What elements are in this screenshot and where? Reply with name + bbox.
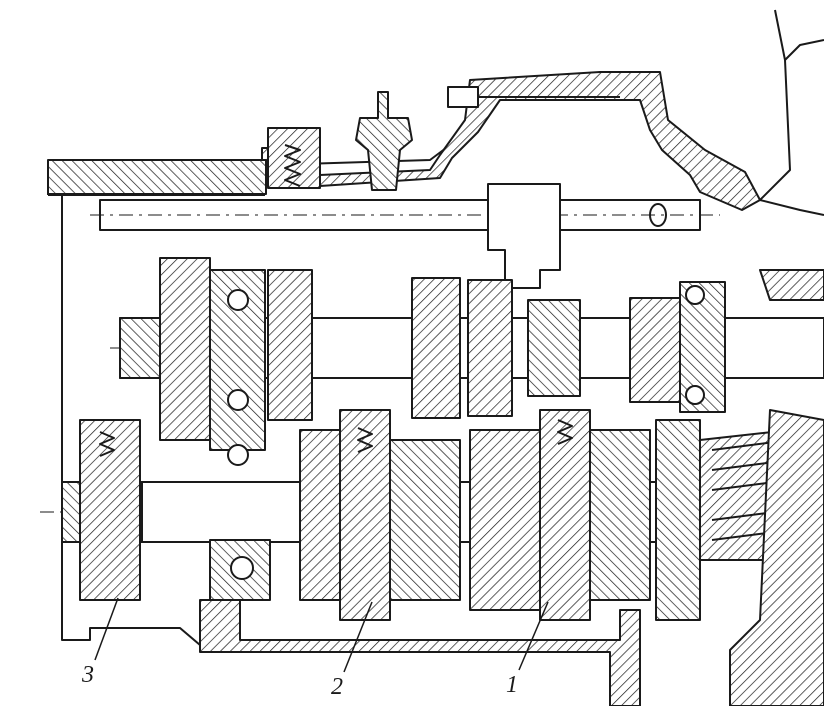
lower-right-bearing bbox=[655, 419, 701, 621]
callout-label-3: 3 bbox=[82, 662, 94, 688]
detent-spring-housing bbox=[267, 127, 321, 189]
callout-label-2: 2 bbox=[331, 674, 343, 700]
bolt-head-top bbox=[447, 86, 479, 108]
mid-web bbox=[159, 257, 211, 441]
lower-gear-3 bbox=[469, 429, 551, 611]
upper-gear-3 bbox=[467, 279, 513, 417]
lower-gear-4 bbox=[589, 429, 651, 601]
leader-line-3 bbox=[94, 597, 119, 661]
bearing-ball bbox=[227, 444, 249, 466]
upper-gear-5 bbox=[629, 297, 681, 403]
breather-valve bbox=[355, 91, 413, 191]
callout-label-1: 1 bbox=[506, 672, 518, 698]
leader-line-1 bbox=[518, 601, 549, 671]
bearing-ball bbox=[227, 389, 249, 411]
synchronizer-1 bbox=[539, 409, 591, 621]
upper-gear-4 bbox=[527, 299, 581, 397]
synchronizer-2 bbox=[339, 409, 391, 621]
leader-line-2 bbox=[343, 601, 373, 673]
detent-spring bbox=[284, 144, 301, 187]
right-housing-outline bbox=[759, 9, 824, 201]
upper-gear-2 bbox=[411, 277, 461, 419]
bearing-ball bbox=[685, 385, 705, 405]
bottom-cover bbox=[199, 599, 641, 706]
bearing-ball bbox=[230, 556, 254, 580]
right-housing bbox=[729, 269, 824, 706]
synchronizer-3 bbox=[79, 419, 141, 601]
bevel-pinion-teeth bbox=[711, 439, 791, 541]
top-bolt bbox=[47, 159, 267, 195]
upper-gear-1 bbox=[267, 269, 313, 421]
synchronizer-1-spring bbox=[557, 419, 573, 445]
shift-rod-hole bbox=[649, 203, 667, 227]
bearing-ball bbox=[227, 289, 249, 311]
synchronizer-2-spring bbox=[357, 427, 373, 453]
lower-gear-2 bbox=[379, 439, 461, 601]
synchronizer-3-spring bbox=[99, 431, 115, 457]
bearing-ball bbox=[685, 285, 705, 305]
shift-fork bbox=[487, 183, 561, 289]
